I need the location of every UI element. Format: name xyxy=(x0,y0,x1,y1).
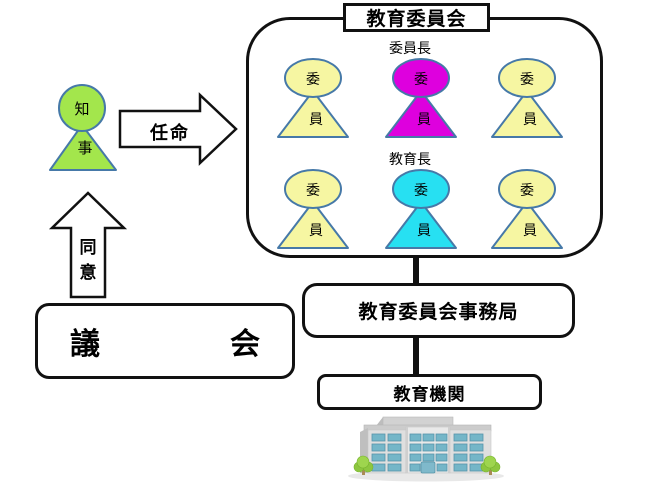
committee-member-figure: 委員 xyxy=(484,57,570,141)
person-body-char: 員 xyxy=(417,112,431,128)
chairperson-label: 委員長 xyxy=(389,41,431,57)
superintendent-label: 教育長 xyxy=(389,152,431,168)
assembly-box: 議 会 xyxy=(35,303,295,379)
person-head-char: 委 xyxy=(306,183,320,199)
institutions-box: 教育機関 xyxy=(317,374,542,410)
secretariat-label: 教育委員会事務局 xyxy=(358,301,519,323)
person-body-char: 員 xyxy=(523,112,537,128)
appointment-arrow xyxy=(118,92,238,166)
secretariat-box: 教育委員会事務局 xyxy=(302,283,575,338)
school-building-illustration xyxy=(346,412,508,484)
building-icon xyxy=(348,416,504,482)
assembly-char-2: 会 xyxy=(230,327,260,362)
connector-line xyxy=(413,334,419,376)
consent-char-2: 意 xyxy=(79,263,97,283)
committee-member-figure: 委員 xyxy=(270,168,356,252)
person-body-char: 員 xyxy=(523,223,537,239)
assembly-char-1: 議 xyxy=(70,327,100,362)
person-head-char: 委 xyxy=(520,72,534,88)
appointment-arrow-label: 任命 xyxy=(150,123,190,144)
person-head-char: 委 xyxy=(520,183,534,199)
person-body-char: 事 xyxy=(77,139,92,157)
committee-member-figure: 委員 xyxy=(270,57,356,141)
committee-member-figure: 委員 xyxy=(484,168,570,252)
governor-figure: 知事 xyxy=(46,83,120,173)
superintendent-figure: 委員 xyxy=(378,168,464,252)
board-title: 教育委員会 xyxy=(366,8,467,30)
person-head-char: 委 xyxy=(414,72,428,88)
person-head-char: 委 xyxy=(306,72,320,88)
board-title-box: 教育委員会 xyxy=(343,3,490,32)
person-body-char: 員 xyxy=(309,112,323,128)
institutions-label: 教育機関 xyxy=(393,384,466,405)
consent-char-1: 同 xyxy=(79,238,97,258)
person-body-char: 員 xyxy=(417,223,431,239)
connector-line xyxy=(413,255,419,285)
person-body-char: 員 xyxy=(309,223,323,239)
consent-arrow xyxy=(48,191,128,299)
person-head-char: 委 xyxy=(414,183,428,199)
person-head-char: 知 xyxy=(74,100,89,118)
chairperson-figure: 委員 xyxy=(378,57,464,141)
consent-arrow-label: 同 意 xyxy=(68,236,108,286)
